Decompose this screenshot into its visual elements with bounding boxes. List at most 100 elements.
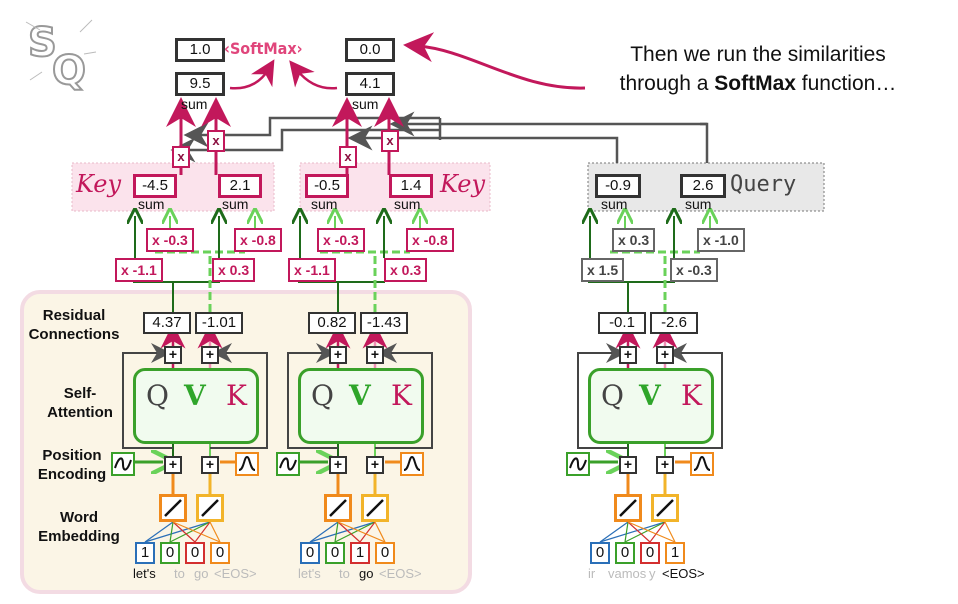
wire [144,521,211,543]
wire [155,250,245,312]
multiply-box: x [207,130,225,152]
softmax-input-1: 9.5 [175,72,225,96]
attention-q-letter: Q [146,379,169,412]
token-label: let's [133,566,156,581]
attention-v-letter: V [639,379,661,412]
statquest-logo: S Q [22,12,102,95]
wire [627,521,676,543]
wire [298,281,385,312]
wire [664,521,676,543]
add-icon: + [619,346,637,364]
weight-box: x -0.3 [670,258,718,282]
wire [210,343,268,449]
wire [334,521,376,543]
word-embedding-node [159,494,187,522]
wire [624,521,666,543]
wire [588,281,675,312]
attention-v-letter: V [349,379,371,412]
word-embedding-node [361,494,389,522]
key-2-value-2: 1.4 [389,174,433,198]
wire [209,521,221,543]
wire [374,521,386,543]
wire [610,250,700,312]
attention-v-letter: V [184,379,206,412]
bell-encoding-icon [690,452,714,476]
weight-box: x 0.3 [384,258,428,282]
sine-encoding-icon [276,452,300,476]
one-hot-input: 1 [135,542,155,564]
sine-encoding-icon [111,452,135,476]
wire [287,343,338,449]
wire [337,521,361,543]
one-hot-input: 0 [185,542,205,564]
row-label-residual: Residual Connections [28,307,120,343]
weight-box: x -0.8 [406,228,454,252]
sum-label: sum [222,196,249,212]
weight-box: x -1.1 [115,258,163,282]
multiply-box: x [172,146,190,168]
wire [320,250,410,312]
wire [309,521,339,543]
one-hot-input: 0 [640,542,660,564]
sine-encoding-icon [566,452,590,476]
softmax-label: ‹SoftMax› [224,39,303,58]
one-hot-input: 0 [615,542,635,564]
residual-value: -1.43 [360,312,408,334]
one-hot-input: 0 [160,542,180,564]
key-1-value-1: -4.5 [133,174,177,198]
wire [169,521,211,543]
caption-line-1: Then we run the similarities [630,43,886,66]
wire [599,521,666,543]
one-hot-input: 0 [590,542,610,564]
weight-box: x -0.3 [317,228,365,252]
wire [359,521,376,543]
wire [665,343,723,449]
sum-label: sum [311,196,338,212]
weight-box: x -1.1 [288,258,336,282]
bell-encoding-icon [235,452,259,476]
softmax-output-1: 1.0 [175,38,225,62]
attention-q-letter: Q [601,379,624,412]
caption-line-2: through a SoftMax function… [619,72,897,95]
token-label: go [359,566,374,581]
word-embedding-node [614,494,642,522]
one-hot-input: 1 [665,542,685,564]
weight-box: x -0.8 [234,228,282,252]
bell-encoding-icon [400,452,424,476]
word-embedding-node [196,494,224,522]
one-hot-input: 0 [375,542,395,564]
one-hot-input: 0 [325,542,345,564]
softmax-input-2: 4.1 [345,72,395,96]
token-label: go [194,566,209,581]
residual-value: -2.6 [650,312,698,334]
wire [169,521,174,543]
sum-label: sum [601,196,628,212]
row-label-word-embedding: Word Embedding [38,509,120,545]
attention-k-letter: K [391,379,412,412]
token-label: let's [298,566,321,581]
wire [337,521,386,543]
one-hot-input: 0 [300,542,320,564]
token-label: ir [588,566,596,581]
attention-q-letter: Q [311,379,334,412]
key-1-value-2: 2.1 [218,174,262,198]
add-icon: + [656,456,674,474]
wire [309,521,376,543]
wire [122,343,173,449]
token-label: to [174,566,185,581]
one-hot-input: 0 [210,542,230,564]
softmax-output-2: 0.0 [345,38,395,62]
add-icon: + [329,346,347,364]
sum-label: sum [352,96,379,112]
wire [144,521,174,543]
wire [172,521,221,543]
query-value-2: 2.6 [680,174,726,198]
token-label: <EOS> [662,566,705,581]
wire [627,521,651,543]
add-icon: + [656,346,674,364]
token-label: vamos [608,566,647,581]
add-icon: + [366,456,384,474]
